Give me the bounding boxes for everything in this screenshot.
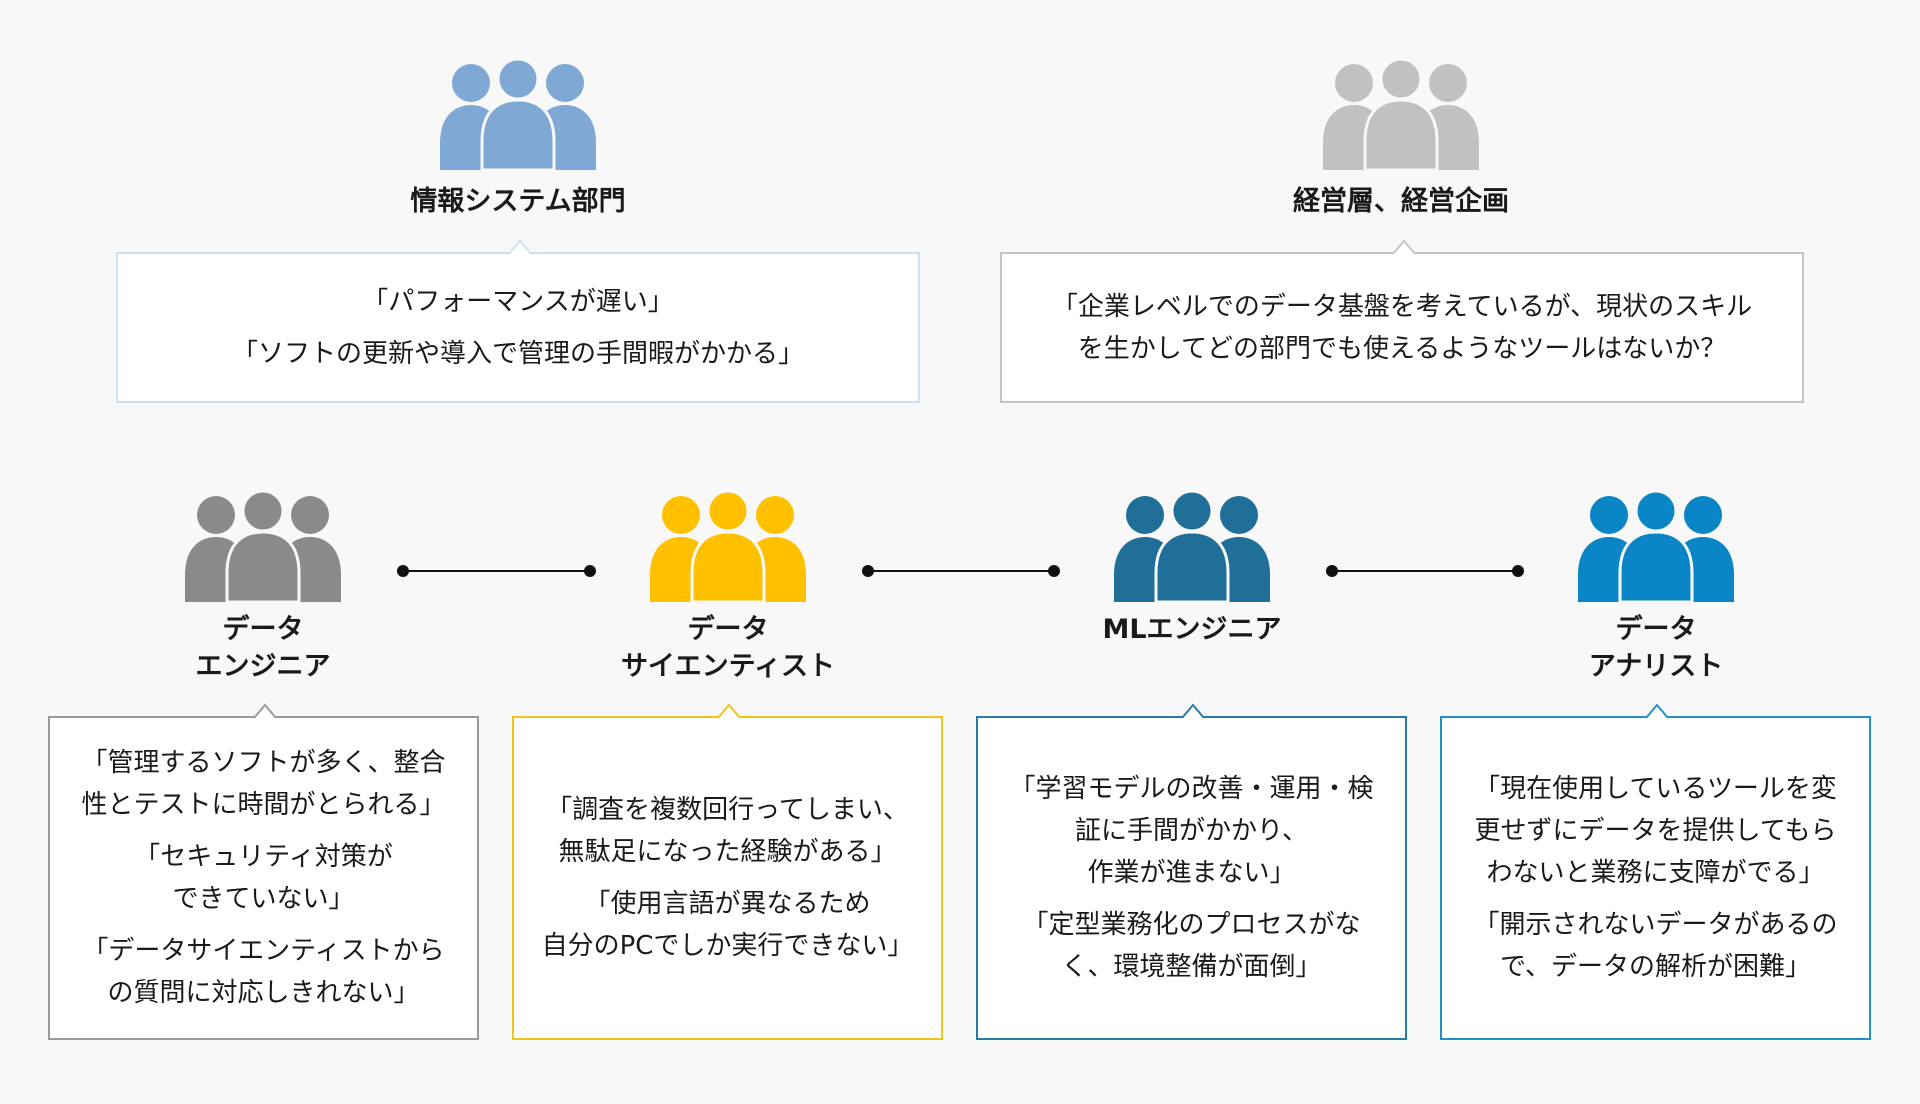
bubble-tail xyxy=(1646,703,1668,719)
persona-name-it-department: 情報システム部門 xyxy=(410,186,626,217)
quote-text: 「現在使用しているツールを変 更せずにデータを提供してもら わないと業務に支障が… xyxy=(1474,774,1837,888)
quote-text: 「ソフトの更新や導入で管理の手間暇がかかる」 xyxy=(231,338,804,369)
quote-text: 「開示されないデータがあるの で、データの解析が困難」 xyxy=(1473,910,1838,982)
quote-text: 「定型業務化のプロセスがな く、環境整備が面倒」 xyxy=(1022,910,1361,982)
quote-bubble-data-analyst: 「現在使用しているツールを変 更せずにデータを提供してもら わないと業務に支障が… xyxy=(1440,703,1871,1040)
connector-line xyxy=(862,565,1060,577)
persona-name-data-engineer: データ エンジニア xyxy=(195,614,331,682)
connector-line xyxy=(397,565,596,577)
bubble-tail xyxy=(1182,703,1204,719)
quote-text: 「データサイエンティストから の質問に対応しきれない」 xyxy=(82,936,445,1008)
quote-text: 「パフォーマンスが遅い」 xyxy=(362,286,674,317)
persona-name-ml-engineer: MLエンジニア xyxy=(1102,614,1282,645)
persona-name-management: 経営層、経営企画 xyxy=(1293,186,1509,217)
quote-text: 「企業レベルでのデータ基盤を考えているが、現状のスキル を生かしてどの部門でも使… xyxy=(1051,291,1753,364)
quote-bubble-ml-engineer: 「学習モデルの改善・運用・検 証に手間がかかり、 作業が進まない」 「定型業務化… xyxy=(976,703,1407,1040)
quote-bubble-data-scientist: 「調査を複数回行ってしまい、 無駄足になった経験がある」 「使用言語が異なるため… xyxy=(512,703,943,1040)
quote-bubble-management: 「企業レベルでのデータ基盤を考えているが、現状のスキル を生かしてどの部門でも使… xyxy=(1000,239,1804,403)
quote-text: 「使用言語が異なるため 自分のPCでしか実行できない」 xyxy=(541,889,914,961)
bubble-tail xyxy=(509,239,531,255)
persona-name-data-scientist: データ サイエンティスト xyxy=(620,614,836,682)
quote-bubble-data-engineer: 「管理するソフトが多く、整合 性とテストに時間がとられる」 「セキュリティ対策が… xyxy=(48,703,479,1040)
quote-text: 「管理するソフトが多く、整合 性とテストに時間がとられる」 xyxy=(81,748,446,820)
quote-text: 「学習モデルの改善・運用・検 証に手間がかかり、 作業が進まない」 xyxy=(1009,774,1374,888)
management-icon xyxy=(1323,58,1479,170)
data-analyst-icon xyxy=(1578,490,1734,602)
data-scientist-icon xyxy=(650,490,806,602)
it-department-icon xyxy=(440,58,596,170)
data-engineer-icon xyxy=(185,490,341,602)
quote-text: 「調査を複数回行ってしまい、 無駄足になった経験がある」 xyxy=(546,795,909,867)
ml-engineer-icon xyxy=(1114,490,1270,602)
quote-text: 「セキュリティ対策が できていない」 xyxy=(134,842,393,914)
connector-line xyxy=(1326,565,1524,577)
bubble-tail xyxy=(718,703,740,719)
quote-bubble-it-department: 「パフォーマンスが遅い」 「ソフトの更新や導入で管理の手間暇がかかる」 xyxy=(116,239,920,403)
bubble-tail xyxy=(1393,239,1415,255)
persona-name-data-analyst: データ アナリスト xyxy=(1588,614,1724,682)
bubble-tail xyxy=(254,703,276,719)
